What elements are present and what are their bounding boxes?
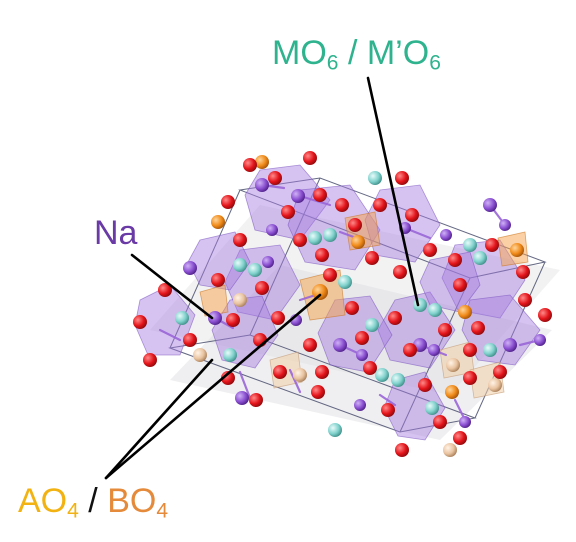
mo6-subscript: 6 <box>326 51 339 75</box>
na-label: Na <box>94 214 138 252</box>
ao4-leader-a <box>104 358 214 480</box>
oxygen-atoms <box>133 151 552 457</box>
bo4-text: BO <box>107 482 157 520</box>
label-separator: / <box>78 482 108 520</box>
leader-lines <box>104 76 420 480</box>
b-site-atoms <box>193 293 502 457</box>
mo6-text: MO <box>272 34 327 72</box>
bo4-subscript: 4 <box>156 499 169 523</box>
a-site-atoms <box>211 155 524 399</box>
ao4-leader-b <box>104 293 322 480</box>
ao4-text: AO <box>18 482 68 520</box>
mo6-leader <box>366 76 420 307</box>
ao4-subscript: 4 <box>67 499 79 523</box>
mprime-o6-text: / M’O <box>338 34 430 72</box>
mo6-label: MO6 / M’O6 <box>272 34 441 73</box>
mprime-o6-subscript: 6 <box>429 51 441 75</box>
m-site-atoms <box>175 171 497 437</box>
na-leader <box>130 253 214 320</box>
ao4-bo4-label: AO4 / BO4 <box>18 482 168 521</box>
sodium-atoms <box>183 178 546 428</box>
